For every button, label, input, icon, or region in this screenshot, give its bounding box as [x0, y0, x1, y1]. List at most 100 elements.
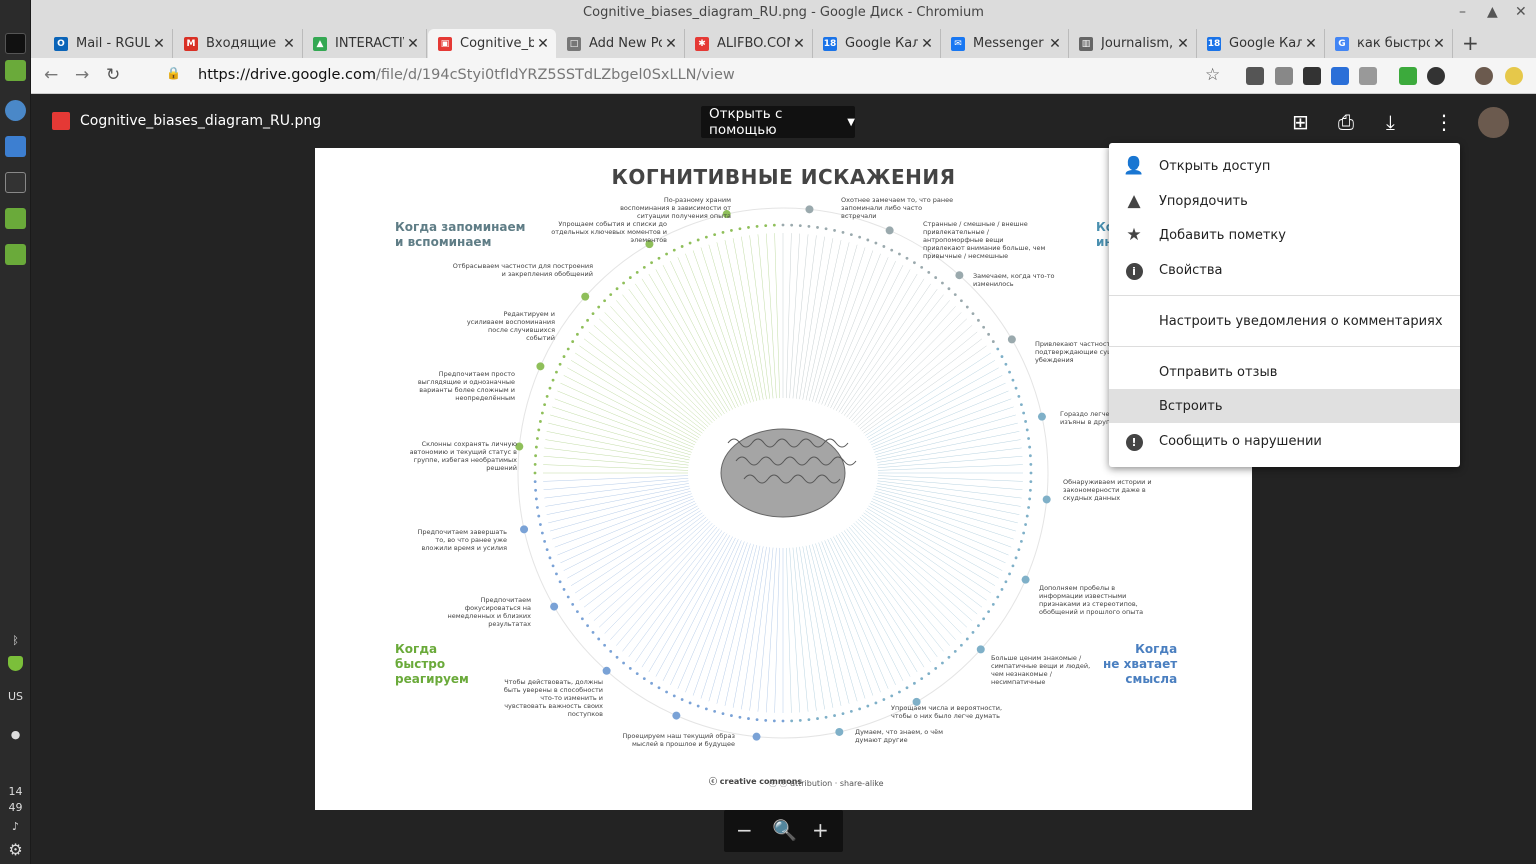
branch-line: [563, 375, 697, 443]
menu-item-5[interactable]: Настроить уведомления о комментариях: [1109, 304, 1460, 338]
download-icon[interactable]: ⤓: [1386, 110, 1395, 134]
branch-line: [827, 260, 896, 407]
folder-icon[interactable]: [5, 208, 26, 229]
chromium-icon[interactable]: [5, 100, 26, 121]
close-tab-icon[interactable]: ✕: [537, 35, 549, 52]
back-icon[interactable]: ←: [44, 65, 59, 85]
close-tab-icon[interactable]: ✕: [1305, 35, 1317, 52]
files-icon[interactable]: [5, 60, 26, 81]
bias-dot: [1004, 580, 1008, 584]
print-icon[interactable]: ⎙: [1338, 110, 1354, 134]
more-options-icon[interactable]: ⋮: [1434, 110, 1454, 134]
add-comment-icon[interactable]: ⊞: [1292, 110, 1309, 134]
forward-icon[interactable]: →: [75, 65, 90, 85]
bias-dot: [551, 564, 555, 568]
branch-line: [616, 526, 718, 646]
branch-line: [579, 512, 703, 601]
notifications-extension-icon[interactable]: [1331, 67, 1349, 85]
tab-4[interactable]: ▣Cognitive_bi✕: [428, 29, 556, 58]
update-icon[interactable]: [1505, 67, 1523, 85]
close-window-icon[interactable]: ✕: [1515, 4, 1527, 20]
zoom-in-plus-icon[interactable]: +: [812, 818, 829, 842]
lock-icon[interactable]: 🔒: [166, 66, 181, 80]
user-icon[interactable]: ●: [10, 728, 21, 741]
close-tab-icon[interactable]: ✕: [665, 35, 677, 52]
bias-dot: [858, 235, 862, 239]
folder-icon-2[interactable]: [5, 244, 26, 265]
bias-dot: [905, 686, 909, 690]
window-titlebar: Cognitive_biases_diagram_RU.png - Google…: [31, 0, 1536, 27]
keyboard-layout[interactable]: US: [7, 690, 24, 703]
tab-6[interactable]: ✱ALIFBO.COM✕: [685, 29, 813, 58]
close-tab-icon[interactable]: ✕: [921, 35, 933, 52]
bias-dot: [571, 603, 575, 606]
green-extension-icon[interactable]: [1399, 67, 1417, 85]
bias-dot: [548, 556, 552, 560]
pocket-extension-icon[interactable]: [1246, 67, 1264, 85]
menu-item-8[interactable]: !Сообщить о нарушении: [1109, 424, 1460, 458]
branch-line: [830, 537, 904, 681]
minimize-icon[interactable]: –: [1459, 4, 1466, 20]
profile-extension-icon[interactable]: [1359, 67, 1377, 85]
settings-gear-icon[interactable]: ⚙: [8, 840, 23, 859]
menu-item-3[interactable]: ★Добавить пометку: [1109, 218, 1460, 252]
music-icon[interactable]: [5, 172, 26, 193]
music-note-icon[interactable]: ♪: [11, 820, 20, 833]
close-tab-icon[interactable]: ✕: [283, 35, 295, 52]
close-tab-icon[interactable]: ✕: [153, 35, 165, 52]
menu-item-6[interactable]: Отправить отзыв: [1109, 355, 1460, 389]
tab-5[interactable]: □Add New Po✕: [557, 29, 685, 58]
bias-dot: [657, 686, 661, 690]
bias-dot: [1029, 480, 1033, 484]
maximize-icon[interactable]: ▲: [1487, 4, 1498, 20]
bookmark-star-icon[interactable]: ☆: [1205, 65, 1221, 85]
menu-item-1[interactable]: 👤Открыть доступ: [1109, 149, 1460, 183]
shield-icon[interactable]: [8, 656, 23, 671]
camera-extension-icon[interactable]: [1275, 67, 1293, 85]
bias-dot: [696, 238, 700, 242]
tab-8[interactable]: ✉Messenger✕: [941, 29, 1069, 58]
zoom-out-minus-icon[interactable]: −: [736, 818, 753, 842]
zoom-magnifier-icon[interactable]: 🔍: [772, 818, 797, 842]
close-tab-icon[interactable]: ✕: [1177, 35, 1189, 52]
bias-dot: [555, 572, 558, 576]
branch-line: [554, 495, 693, 548]
reload-icon[interactable]: ↻: [106, 65, 121, 85]
user-avatar-icon[interactable]: [1475, 67, 1493, 85]
bvid-extension-icon[interactable]: [1303, 67, 1321, 85]
system-dock: ᛒ US ● 14 49 ♪ ⚙: [0, 0, 31, 864]
address-bar[interactable]: 🔒 https://drive.google.com/file/d/194cSt…: [166, 62, 1256, 90]
bias-dot: [628, 276, 632, 279]
open-with-button[interactable]: Открыть с помощью ▼: [701, 106, 855, 138]
account-avatar[interactable]: [1478, 107, 1509, 138]
quadrant-remember: Когда запоминаем и вспоминаем: [395, 220, 526, 249]
tab-3[interactable]: ▲INTERACTIV✕: [303, 29, 427, 58]
branch-line: [610, 306, 715, 422]
branch-line: [808, 242, 850, 401]
menu-item-7[interactable]: Встроить: [1109, 389, 1460, 423]
close-tab-icon[interactable]: ✕: [1049, 35, 1061, 52]
close-tab-icon[interactable]: ✕: [407, 35, 419, 52]
bias-dot: [824, 715, 828, 719]
close-tab-icon[interactable]: ✕: [793, 35, 805, 52]
terminal-icon[interactable]: [5, 33, 26, 54]
close-tab-icon[interactable]: ✕: [1433, 35, 1445, 52]
bluetooth-icon[interactable]: ᛒ: [12, 634, 19, 647]
text-editor-icon[interactable]: [5, 136, 26, 157]
bias-dot: [982, 617, 986, 621]
new-tab-button[interactable]: +: [1462, 31, 1479, 55]
bias-dot: [558, 362, 562, 366]
bias-dot: [713, 709, 717, 713]
menu-item-2[interactable]: ▲Упорядочить: [1109, 184, 1460, 218]
dark-extension-icon[interactable]: [1427, 67, 1445, 85]
tab-9[interactable]: ▥Journalism,✕: [1069, 29, 1197, 58]
quadrant-react: Когда быстро реагируем: [395, 642, 469, 686]
bias-dot: [537, 428, 541, 432]
bias-dot: [642, 677, 646, 681]
